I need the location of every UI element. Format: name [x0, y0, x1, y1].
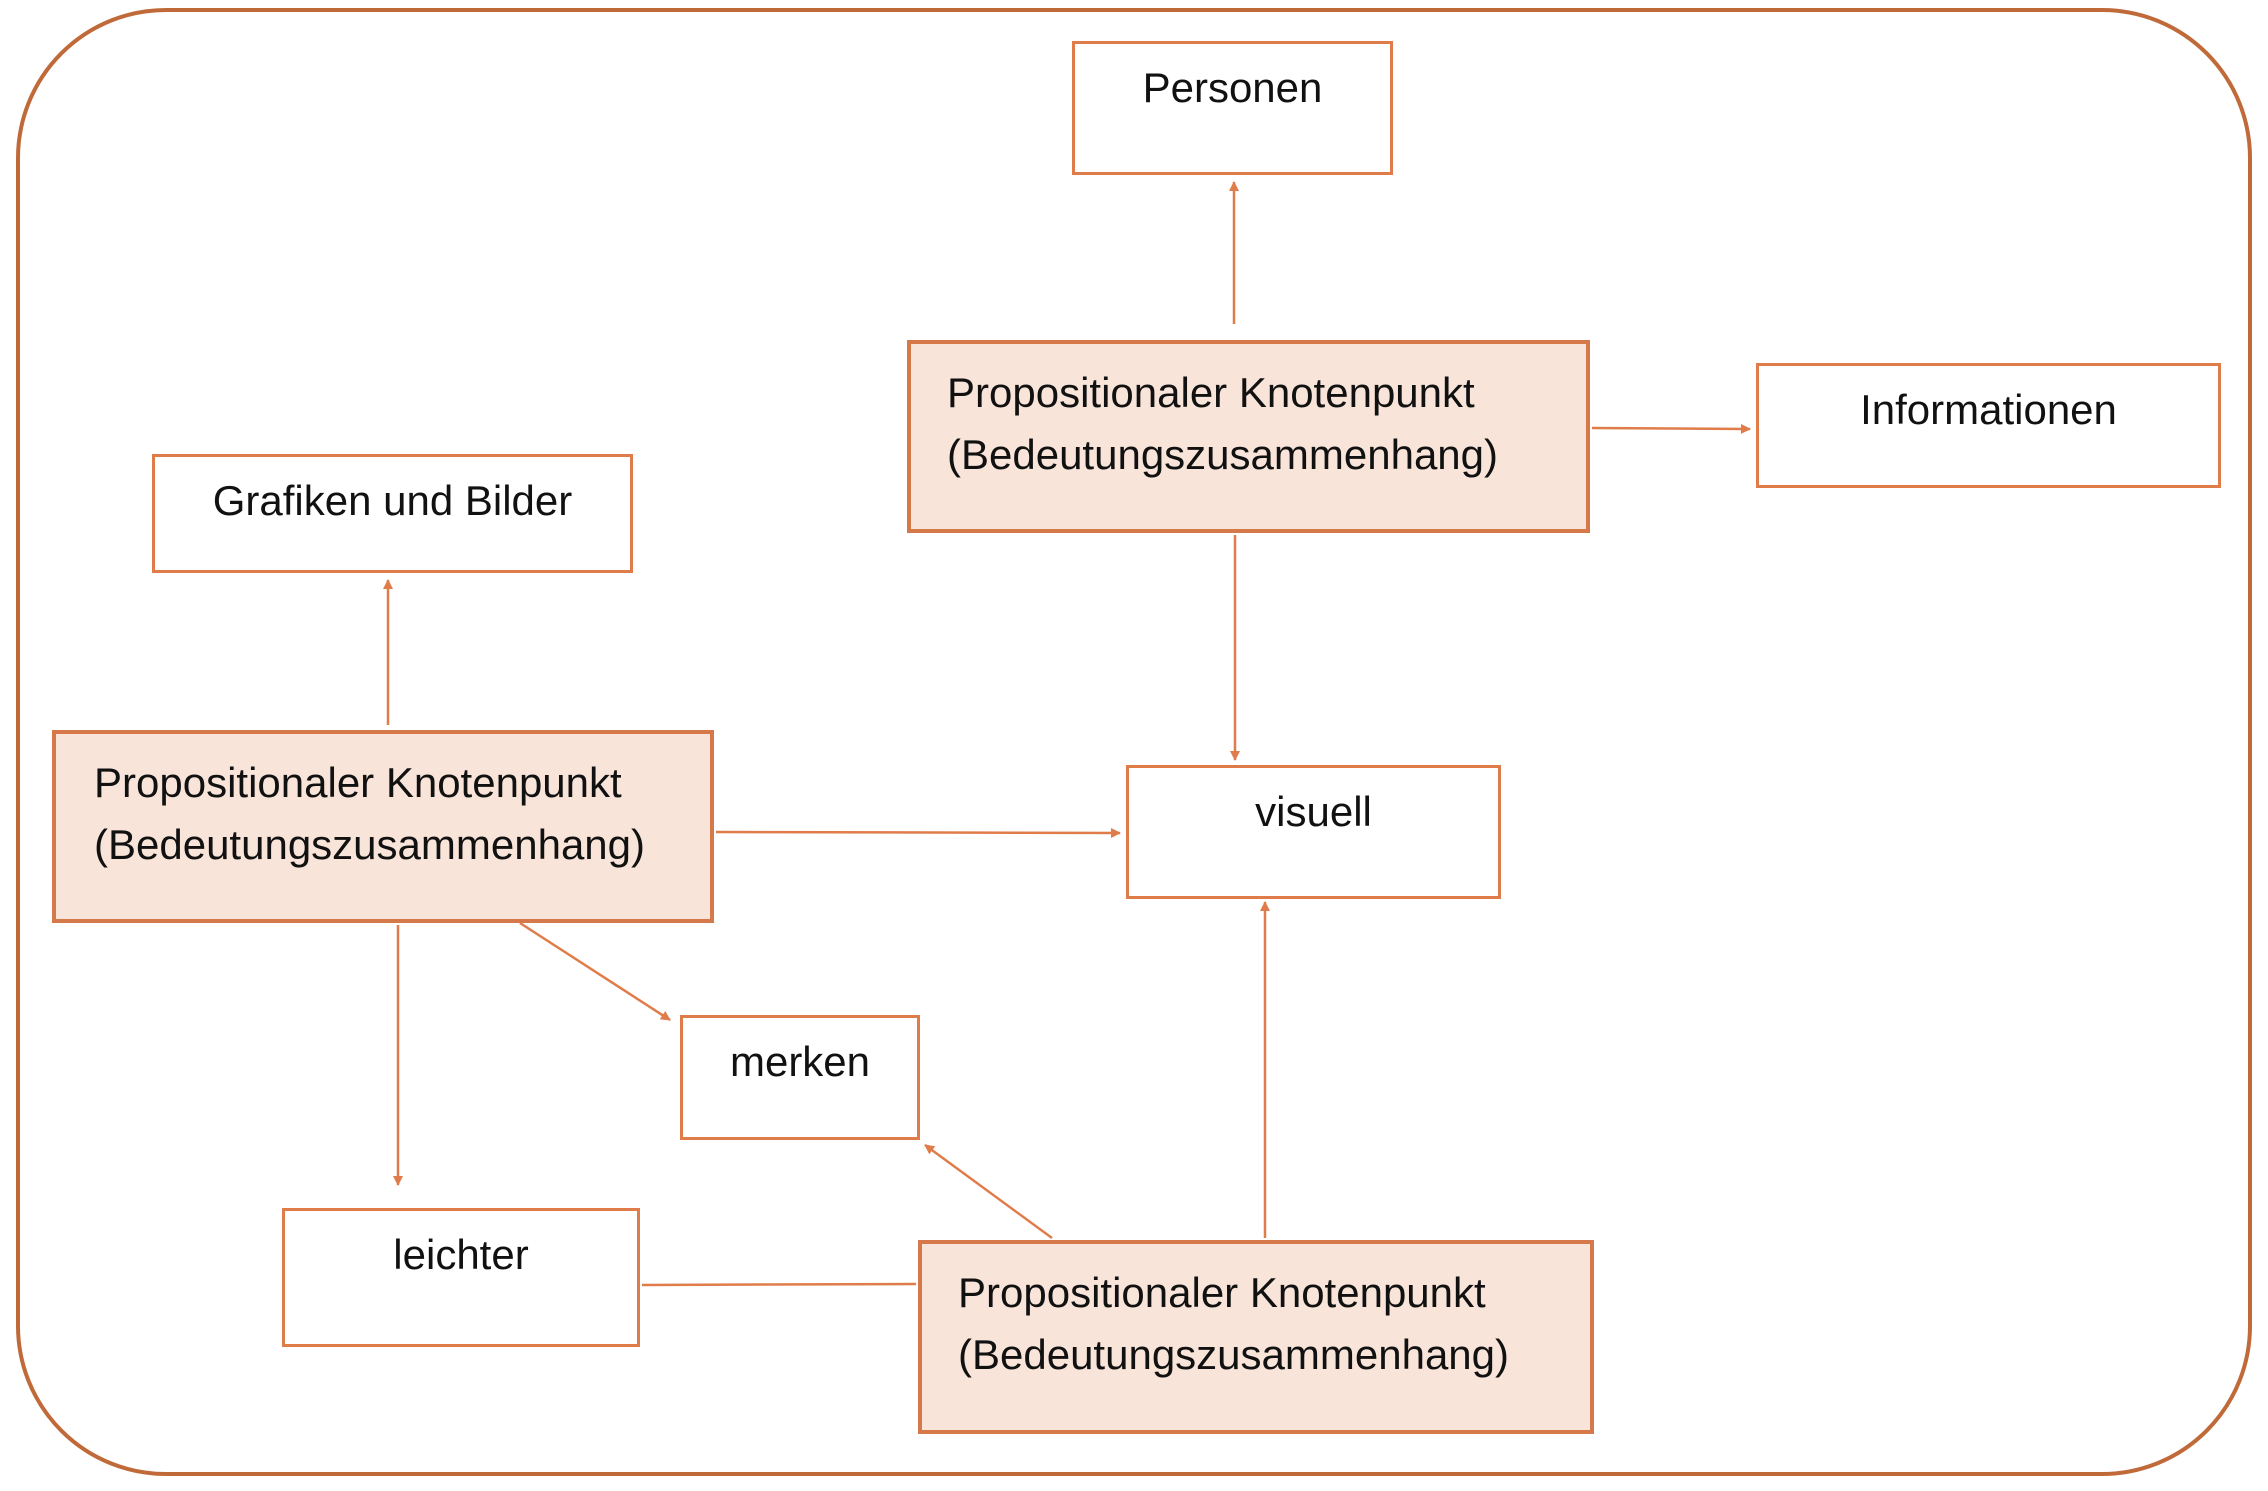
connector-prop-bottom-to-merken — [924, 1143, 1053, 1240]
node-personen: Personen — [1072, 41, 1393, 175]
propositional-node-title: Propositionaler Knotenpunkt — [94, 759, 622, 806]
node-label: Grafiken und Bilder — [212, 477, 573, 524]
node-grafiken-und-bilder: Grafiken und Bilder — [152, 454, 633, 573]
connector-prop-left-to-merken — [519, 921, 671, 1022]
diagram-frame — [16, 8, 2252, 1476]
node-label: Personen — [1142, 64, 1323, 111]
connector-prop-left-to-visuell — [715, 827, 1121, 838]
connector-prop-bottom-to-leichter — [641, 1282, 917, 1287]
propositional-node-title: Propositionaler Knotenpunkt — [958, 1269, 1486, 1316]
node-visuell: visuell — [1126, 765, 1501, 899]
node-merken: merken — [680, 1015, 920, 1140]
node-label: merken — [729, 1038, 871, 1085]
propositional-node-title: Propositionaler Knotenpunkt — [947, 369, 1475, 416]
connector-prop-top-to-informationen — [1591, 423, 1751, 434]
propositional-node-bottom: Propositionaler Knotenpunkt (Bedeutungsz… — [918, 1240, 1594, 1434]
propositional-node-subtitle: (Bedeutungszusammenhang) — [958, 1331, 1510, 1378]
propositional-node-left: Propositionaler Knotenpunkt (Bedeutungsz… — [52, 730, 714, 923]
node-leichter: leichter — [282, 1208, 640, 1347]
node-informationen: Informationen — [1756, 363, 2221, 488]
node-label: visuell — [1255, 788, 1372, 835]
node-label: Informationen — [1860, 386, 2117, 433]
propositional-node-subtitle: (Bedeutungszusammenhang) — [947, 431, 1499, 478]
node-label: leichter — [393, 1231, 529, 1278]
propositional-node-top: Propositionaler Knotenpunkt (Bedeutungsz… — [907, 340, 1590, 533]
propositional-node-subtitle: (Bedeutungszusammenhang) — [94, 821, 646, 868]
